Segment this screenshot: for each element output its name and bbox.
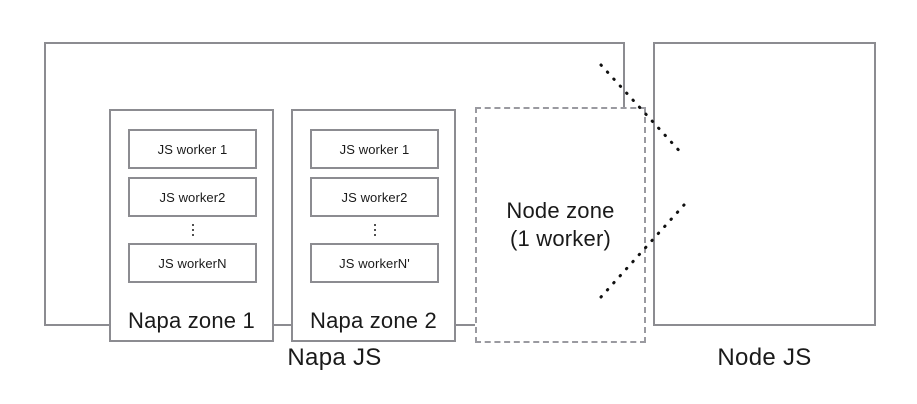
js-worker-box: JS workerN [128,243,257,283]
napa-js-caption: Napa JS [287,344,382,371]
napa-zone-1: JS worker 1 JS worker2 JS workerN Napa z… [109,109,274,342]
node-js-panel: Event loop [653,42,876,326]
node-zone-subtitle: (1 worker) [509,226,611,251]
js-worker-box: JS workerN' [310,243,439,283]
js-worker-box: JS worker 1 [128,129,257,169]
napa-zone-2: JS worker 1 JS worker2 JS workerN' Napa … [291,109,456,342]
spacer [128,169,257,177]
node-zone-title: Node zone [506,197,615,223]
node-zone-dashed-box: Node zone (1 worker) [475,107,646,343]
napa-zone-2-worker-list: JS worker 1 JS worker2 JS workerN' [310,129,439,283]
vertical-ellipsis-icon [310,217,439,243]
napa-zone-2-label: Napa zone 2 [310,308,437,333]
napa-zone-1-label: Napa zone 1 [128,308,255,333]
js-worker-box: JS worker2 [128,177,257,217]
node-js-caption: Node JS [717,344,812,371]
js-worker-box: JS worker 1 [310,129,439,169]
napa-zone-1-worker-list: JS worker 1 JS worker2 JS workerN [128,129,257,283]
vertical-ellipsis-icon [128,217,257,243]
spacer [310,169,439,177]
js-worker-box: JS worker2 [310,177,439,217]
napa-js-panel: JS worker 1 JS worker2 JS workerN Napa z… [44,42,646,343]
